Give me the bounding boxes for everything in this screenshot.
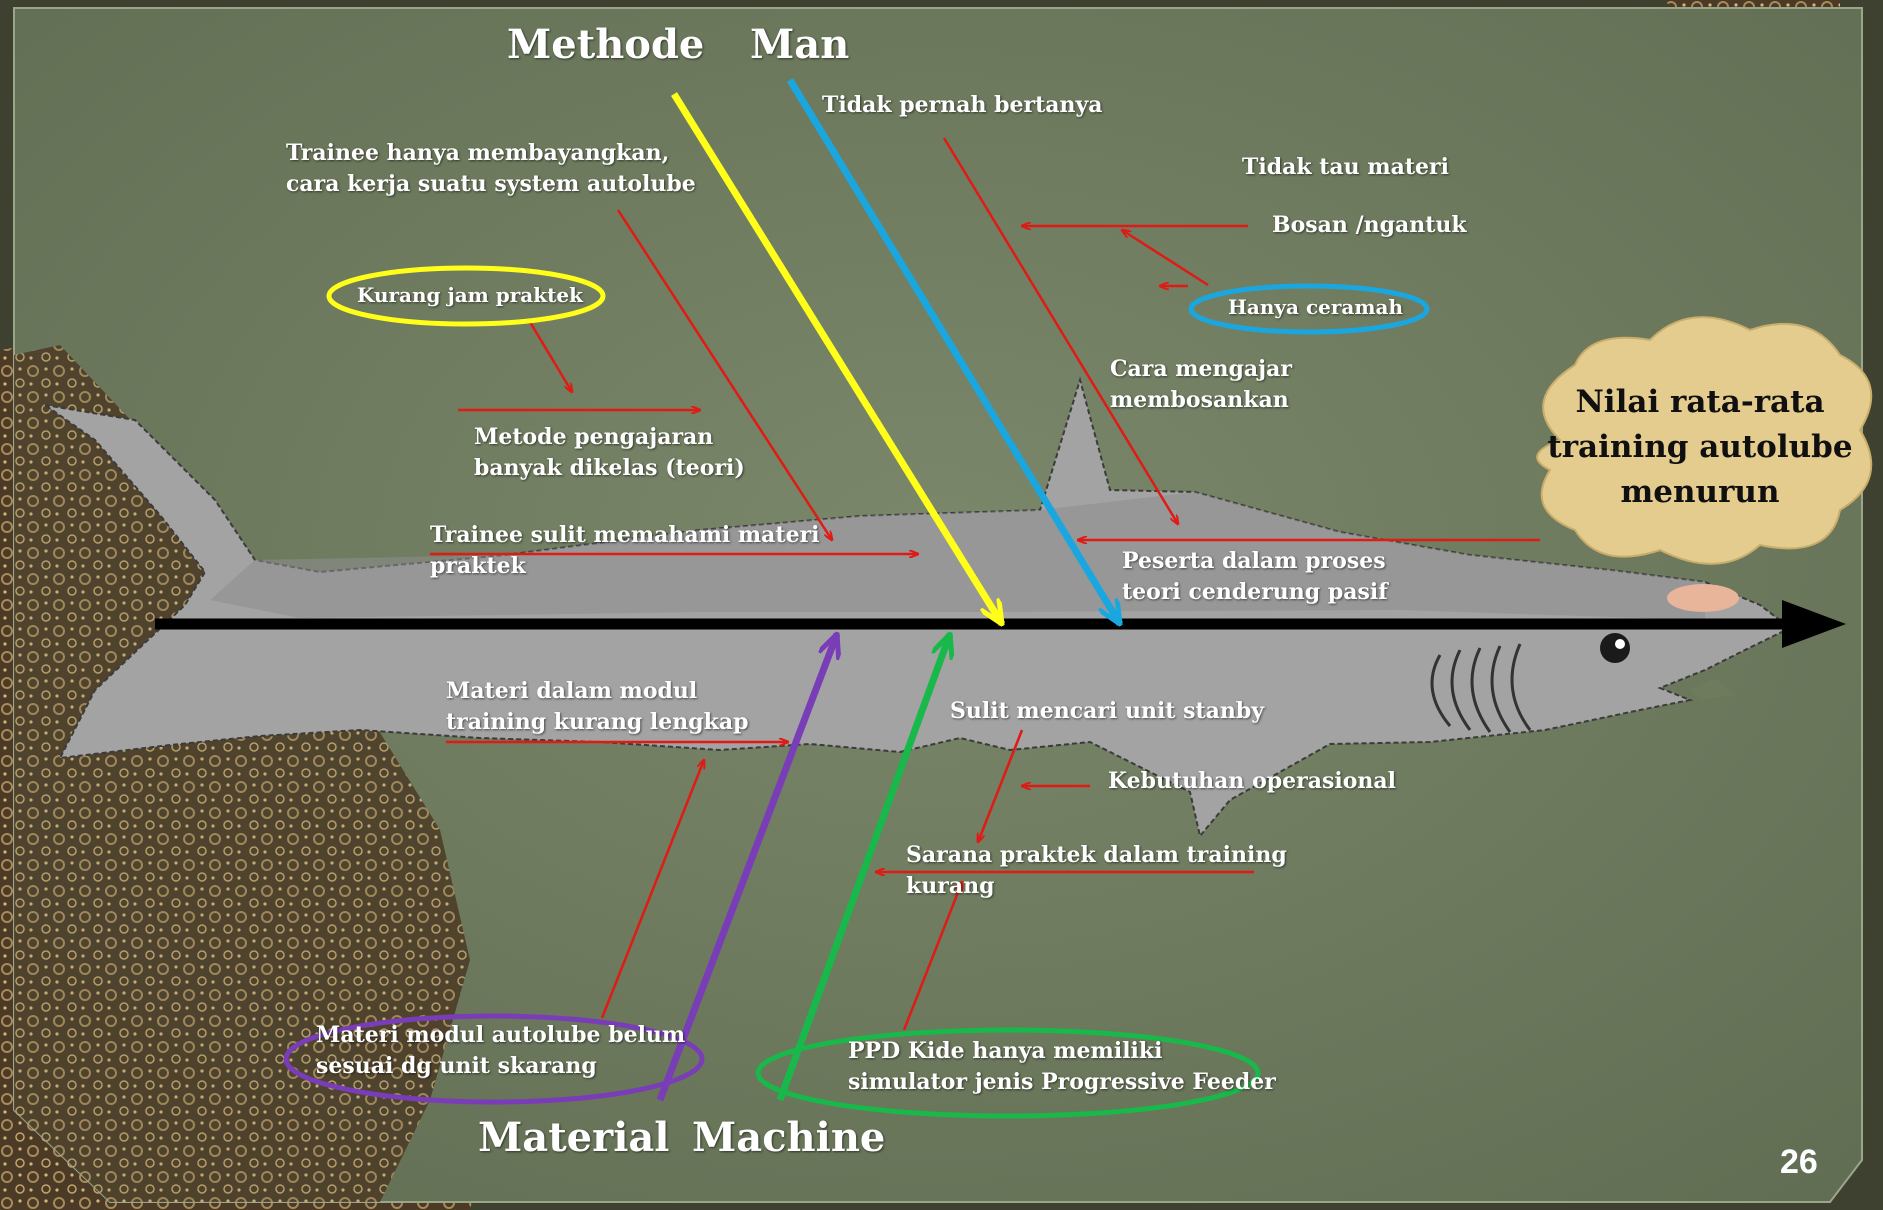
page-number: 26 bbox=[1780, 1143, 1818, 1182]
shark-eye bbox=[1600, 633, 1630, 663]
cause-materi-kurang-lengkap: Materi dalam modul training kurang lengk… bbox=[446, 676, 749, 738]
cause-kurang-jam-praktek: Kurang jam praktek bbox=[357, 280, 583, 311]
cause-tidak-tau-materi: Tidak tau materi bbox=[1242, 152, 1449, 183]
cause-trainee-sulit: Trainee sulit memahami materi praktek bbox=[430, 520, 820, 582]
cause-sulit-unit-stanby: Sulit mencari unit stanby bbox=[950, 696, 1264, 727]
category-material: Material bbox=[478, 1115, 670, 1161]
category-man: Man bbox=[750, 22, 849, 68]
cause-ppd-kide: PPD Kide hanya memiliki simulator jenis … bbox=[848, 1036, 1276, 1098]
cause-trainee-membayangkan: Trainee hanya membayangkan, cara kerja s… bbox=[286, 138, 696, 200]
cause-bosan-ngantuk: Bosan /ngantuk bbox=[1272, 210, 1467, 241]
cause-peserta-pasif: Peserta dalam proses teori cenderung pas… bbox=[1122, 546, 1388, 608]
cause-kebutuhan-operasional: Kebutuhan operasional bbox=[1108, 766, 1396, 797]
shark-nose bbox=[1667, 584, 1739, 612]
cause-metode-pengajaran: Metode pengajaran banyak dikelas (teori) bbox=[474, 422, 745, 484]
cause-cara-mengajar: Cara mengajar membosankan bbox=[1110, 354, 1292, 416]
category-machine: Machine bbox=[692, 1115, 885, 1161]
cause-sarana-praktek: Sarana praktek dalam training kurang bbox=[906, 840, 1287, 902]
effect-label: Nilai rata-rata training autolube menuru… bbox=[1530, 380, 1870, 515]
category-methode: Methode bbox=[507, 22, 704, 68]
cause-tidak-pernah-bertanya: Tidak pernah bertanya bbox=[822, 90, 1103, 121]
cause-materi-belum-sesuai: Materi modul autolube belum sesuai dg un… bbox=[316, 1020, 685, 1082]
cause-hanya-ceramah: Hanya ceramah bbox=[1228, 292, 1403, 323]
